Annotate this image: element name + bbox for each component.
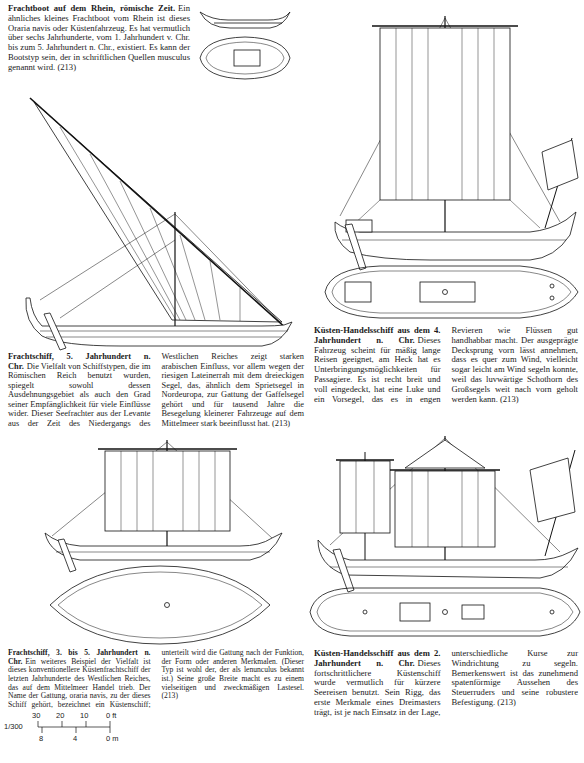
caption: Küsten-Handelsschiff aus dem 4. Jahrhund… [314, 326, 578, 404]
scale-label: 0 ft [106, 712, 116, 720]
caption-text: Ein weiteres Beispiel der Vielfalt ist d… [8, 648, 304, 709]
scale-label: 1/300 [4, 723, 23, 731]
scale-label: 20 [56, 712, 64, 720]
coaster-2nd-century [310, 436, 580, 636]
caption: Frachtschiff, 3. bis 5. Jahrhundert n. C… [8, 649, 304, 710]
caption-text: Ein ähnliches kleines Frachtboot vom Rhe… [8, 3, 190, 72]
caption-heading: Frachtboot auf dem Rhein, römische Zeit. [8, 3, 175, 13]
caption-text: Die Vielfalt von Schiffstypen, die im Rö… [8, 352, 304, 428]
coaster-4th-century [325, 16, 578, 318]
rhine-boat [200, 12, 290, 79]
scale-label: 4 [73, 735, 77, 743]
scale-bar [38, 721, 110, 733]
lateen-ship [26, 98, 292, 350]
caption: Frachtboot auf dem Rhein, römische Zeit.… [8, 4, 190, 73]
scale-label: 0 m [106, 735, 119, 743]
scale-label: 30 [32, 712, 40, 720]
caption: Frachtschiff, 5. Jahrhundert n. Chr.Die … [8, 352, 304, 429]
caption: Küsten-Handelsschiff aus dem 2. Jahrhund… [314, 649, 578, 718]
scale-label: 8 [39, 735, 43, 743]
freighter-3rd-5th-century [45, 440, 282, 644]
scale-label: 10 [80, 712, 88, 720]
